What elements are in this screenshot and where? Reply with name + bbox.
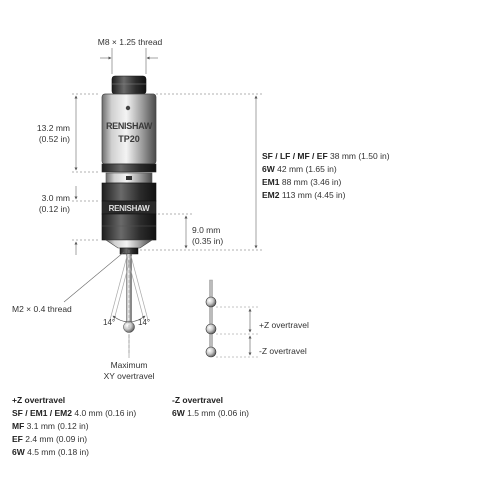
length-row: EM2 113 mm (4.45 in)	[262, 190, 346, 200]
max-xy-label-line2: XY overtravel	[103, 371, 155, 381]
angle-right-label: 14°	[138, 318, 151, 327]
dimension-lines	[63, 48, 262, 303]
thread-stylus-label: M2 × 0.4 thread	[12, 304, 72, 314]
angle-arc-right	[128, 315, 146, 323]
plus-z-row: MF 3.1 mm (0.12 in)	[12, 421, 89, 431]
minus-z-label: -Z overtravel	[259, 346, 307, 356]
plus-z-label: +Z overtravel	[259, 320, 309, 330]
deflected-stylus-left	[109, 255, 132, 321]
length-row: EM1 88 mm (3.46 in)	[262, 177, 342, 187]
dim-9-0-in: (0.35 in)	[192, 236, 224, 246]
plus-z-row: EF 2.4 mm (0.09 in)	[12, 434, 88, 444]
thread-top-label: M8 × 1.25 thread	[97, 37, 163, 47]
dim-3-0-in: (0.12 in)	[38, 204, 70, 214]
max-xy-label-line1: Maximum	[110, 360, 148, 370]
deflected-stylus-right	[126, 255, 149, 321]
dim-13-2-in: (0.52 in)	[38, 134, 70, 144]
plus-z-row: SF / EM1 / EM2 4.0 mm (0.16 in)	[12, 408, 137, 418]
angle-arc-left	[112, 315, 130, 323]
overtravel-illustration	[205, 279, 258, 358]
angle-left-label: 14°	[103, 318, 116, 327]
length-row: SF / LF / MF / EF 38 mm (1.50 in)	[262, 151, 390, 161]
plus-z-table-title: +Z overtravel	[12, 395, 66, 405]
length-row: 6W 42 mm (1.65 in)	[262, 164, 337, 174]
brand-label-upper: RENISHAW	[106, 121, 153, 131]
plus-z-row: 6W 4.5 mm (0.18 in)	[12, 447, 90, 457]
dim-3-0-mm: 3.0 mm	[41, 193, 70, 203]
probe-body	[101, 75, 157, 255]
dim-9-0-mm: 9.0 mm	[192, 225, 221, 235]
dim-13-2-mm: 13.2 mm	[36, 123, 70, 133]
model-label: TP20	[118, 134, 140, 144]
brand-label-lower: RENISHAW	[109, 204, 150, 213]
minus-z-table-title: -Z overtravel	[172, 395, 224, 405]
minus-z-row: 6W 1.5 mm (0.06 in)	[172, 408, 250, 418]
